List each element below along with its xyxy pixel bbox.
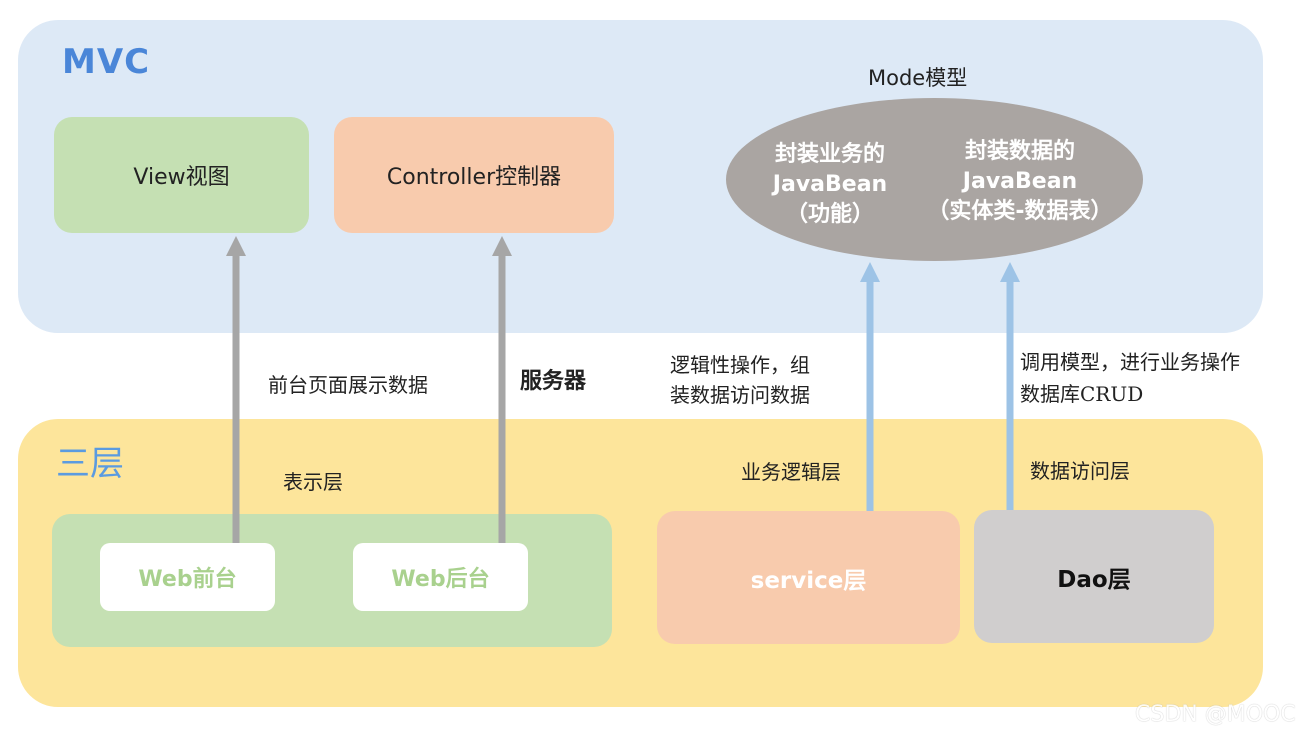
data-javabean-text: 封装数据的 JavaBean （实体类-数据表） xyxy=(915,137,1125,227)
logic-operation-line-2: 装数据访问数据 xyxy=(670,383,810,407)
call-model-line-1: 调用模型，进行业务操作 xyxy=(1020,350,1240,374)
controller-label: Controller控制器 xyxy=(386,165,562,190)
arrow-web-front-to-view xyxy=(226,236,246,543)
data-javabean-line-2: JavaBean xyxy=(962,169,1078,194)
three-tier-title: 三层 xyxy=(56,444,124,484)
service-box: service层 xyxy=(657,511,960,644)
business-javabean-line-2: JavaBean xyxy=(772,172,888,197)
server-label: 服务器 xyxy=(520,368,587,394)
arrow-dao-to-model xyxy=(1000,262,1020,510)
arrow-web-back-to-controller xyxy=(492,236,512,543)
web-back-label: Web后台 xyxy=(391,567,490,592)
arrow-service-to-model xyxy=(860,262,880,511)
business-javabean-text: 封装业务的 JavaBean （功能） xyxy=(750,140,910,230)
business-javabean-line-1: 封装业务的 xyxy=(774,142,885,167)
data-access-tier-label: 数据访问层 xyxy=(1030,459,1130,483)
web-back-box: Web后台 xyxy=(353,543,528,611)
service-label: service层 xyxy=(750,567,867,594)
view-label: View视图 xyxy=(133,165,230,190)
logic-operation-label: 逻辑性操作，组 装数据访问数据 xyxy=(670,350,810,410)
front-show-label: 前台页面展示数据 xyxy=(268,373,428,397)
controller-box: Controller控制器 xyxy=(334,117,614,233)
web-front-label: Web前台 xyxy=(138,567,237,592)
presentation-tier-label: 表示层 xyxy=(283,470,343,494)
watermark: CSDN @MOOC xyxy=(1135,702,1296,727)
dao-box: Dao层 xyxy=(974,510,1214,643)
web-front-box: Web前台 xyxy=(100,543,275,611)
model-ellipse xyxy=(726,98,1143,261)
call-model-line-2: 数据库CRUD xyxy=(1020,382,1144,406)
call-model-label: 调用模型，进行业务操作 数据库CRUD xyxy=(1020,346,1240,410)
dao-label: Dao层 xyxy=(1057,566,1131,593)
view-box: View视图 xyxy=(54,117,309,233)
business-javabean-line-3: （功能） xyxy=(785,202,874,227)
model-label: Mode模型 xyxy=(868,66,968,90)
mvc-title: MVC xyxy=(62,42,151,82)
business-tier-label: 业务逻辑层 xyxy=(741,460,841,484)
logic-operation-line-1: 逻辑性操作，组 xyxy=(670,353,810,377)
data-javabean-line-3: （实体类-数据表） xyxy=(927,199,1113,224)
data-javabean-line-1: 封装数据的 xyxy=(964,139,1075,164)
